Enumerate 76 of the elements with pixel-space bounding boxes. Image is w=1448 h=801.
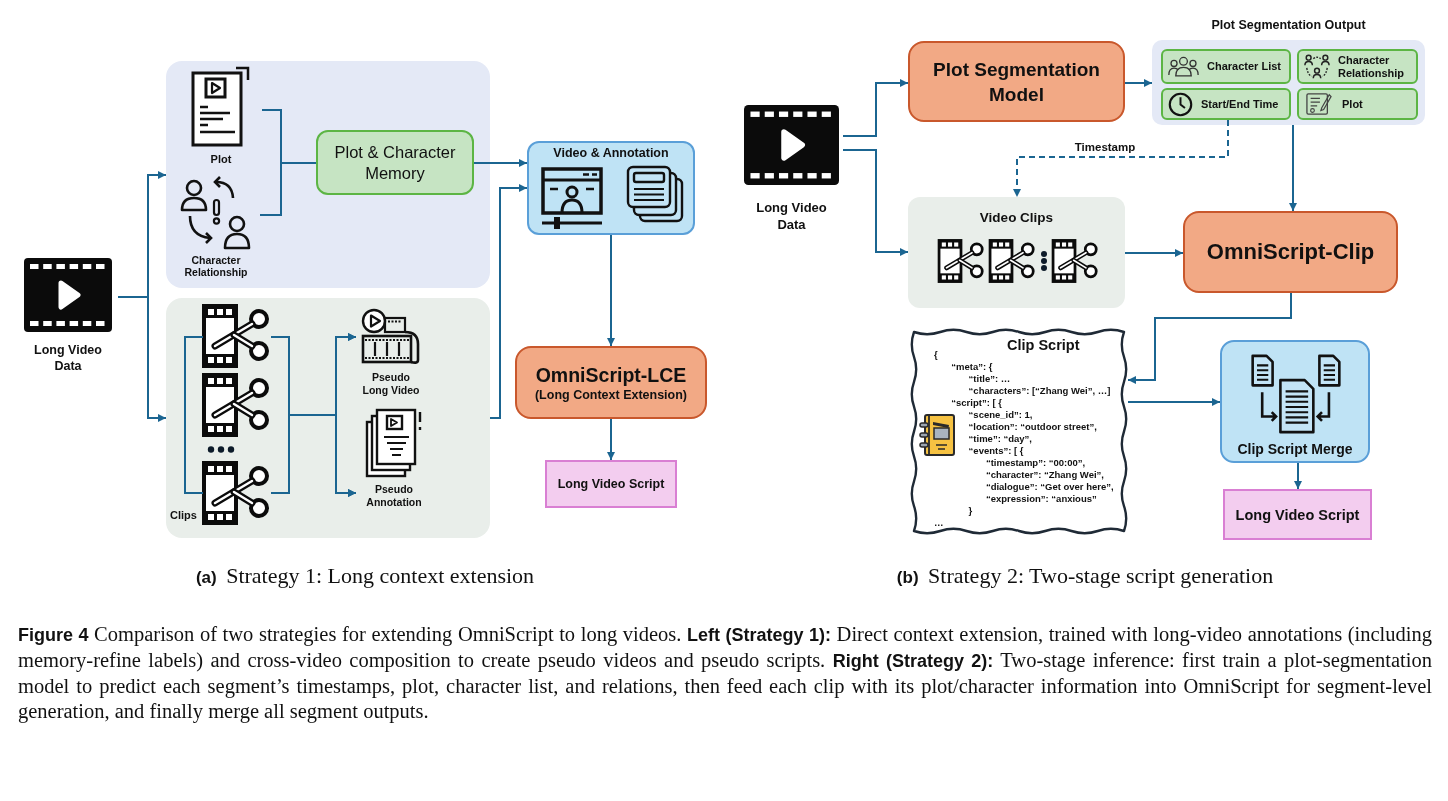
arrow (842, 149, 909, 256)
item-label: Plot (1342, 97, 1363, 111)
arrow (1289, 124, 1297, 212)
output-box (1223, 489, 1372, 540)
arrow (1127, 292, 1292, 384)
arrow (117, 296, 167, 422)
edge-label: Timestamp (1072, 140, 1138, 154)
group-panel (166, 61, 490, 288)
connector-line (259, 162, 317, 216)
node-label: Long Video Data (33, 342, 103, 374)
arrow (473, 159, 528, 167)
arrow (1294, 462, 1302, 490)
arrow (842, 79, 909, 137)
code-line: “scene_id”: 1, (968, 409, 1033, 421)
arrow (1124, 79, 1153, 87)
arrow (607, 418, 615, 461)
output-item (1297, 88, 1418, 120)
output-label: Long Video Script (1235, 505, 1360, 524)
figure-caption: Figure 4 Comparison of two strategies for extending OmniScript to long videos. Left (Strategy 1): Direct context extension, trained with long-video annotations (including memory-refine labels) and cross-video composition to create pseudo videos and pseudo scripts. Right (Strategy 2): Two-stage inference: first train a plot-segmentation model to predict each segment’s timestamps, plot, character list, and relations, then feed each clip with its plot/character information into OmniScript for segment-level generation, and finally merge all segment outputs. (18, 622, 1432, 724)
output-item (1161, 88, 1291, 120)
output-label: Long Video Script (557, 476, 665, 492)
item-label: Character List (1207, 60, 1281, 73)
code-line: “location”: “outdoor street”, (968, 421, 1097, 433)
arrow (1013, 119, 1229, 198)
code-line: “timestamp”: “00:00”, (985, 457, 1086, 469)
clips-panel (908, 197, 1125, 308)
model-name: Plot Segmentation Model (932, 57, 1101, 107)
panel-title: Clip Script Merge (1237, 441, 1353, 458)
icon-label: Pseudo Annotation (365, 483, 423, 509)
code-line: “character”: “Zhang Wei”, (985, 469, 1104, 481)
code-line: “dialogue”: “Get over here”, (985, 481, 1114, 493)
group-label: Clips (170, 508, 197, 522)
code-line: “events”: [ { (968, 445, 1024, 457)
panel-title: Video Clips (979, 210, 1054, 226)
annotation-panel (527, 141, 695, 235)
code-line: “expression”: “anxious” (985, 493, 1097, 505)
item-label: Start/End Time (1201, 97, 1279, 111)
model-box (1183, 211, 1398, 293)
model-box (515, 346, 707, 419)
film-scissors-icon (201, 304, 271, 368)
code-line: } (968, 505, 973, 517)
code-line: … (934, 517, 944, 529)
group-panel (166, 298, 490, 538)
card-title: Clip Script (1007, 337, 1080, 354)
subfigure-caption: (b) Strategy 2: Two-stage script generation (895, 562, 1275, 590)
icon-label: Plot (209, 153, 233, 166)
arrow (489, 184, 528, 419)
memory-box (316, 130, 474, 195)
merge-panel (1220, 340, 1370, 463)
model-name: OmniScript-LCE (535, 362, 687, 387)
arrow (270, 414, 357, 497)
panel-heading: Plot Segmentation Output (1211, 18, 1366, 33)
film-scissors-icon (201, 461, 271, 525)
subfigure-caption: (a) Strategy 1: Long context extension (194, 562, 536, 590)
model-name: OmniScript-Clip (1206, 239, 1375, 265)
arrow (1124, 249, 1184, 257)
item-label: Character Relationship (1338, 53, 1405, 80)
arrow (1127, 398, 1221, 406)
code-line: “meta”: { (951, 361, 993, 373)
icon-label: Pseudo Long Video (361, 371, 421, 397)
output-item (1297, 49, 1418, 84)
icon-label: Character Relationship (183, 254, 249, 278)
film-scissors-icon (201, 373, 271, 437)
model-subtitle: (Long Context Extension) (534, 386, 688, 403)
output-item (1161, 49, 1291, 84)
panel-title: Video & Annotation (553, 146, 669, 161)
code-line: “characters”: [“Zhang Wei”, …] (968, 385, 1111, 397)
model-box (908, 41, 1125, 122)
arrow (607, 234, 615, 347)
node-label: Long Video Data (755, 199, 828, 233)
code-line: “time”: “day”, (968, 433, 1032, 445)
code-line: “script”: [ { (951, 397, 1002, 409)
output-box (545, 460, 677, 508)
code-line: { (934, 349, 938, 361)
memory-label: Plot & Character Memory (333, 141, 457, 184)
code-line: “title”: … (968, 373, 1011, 385)
